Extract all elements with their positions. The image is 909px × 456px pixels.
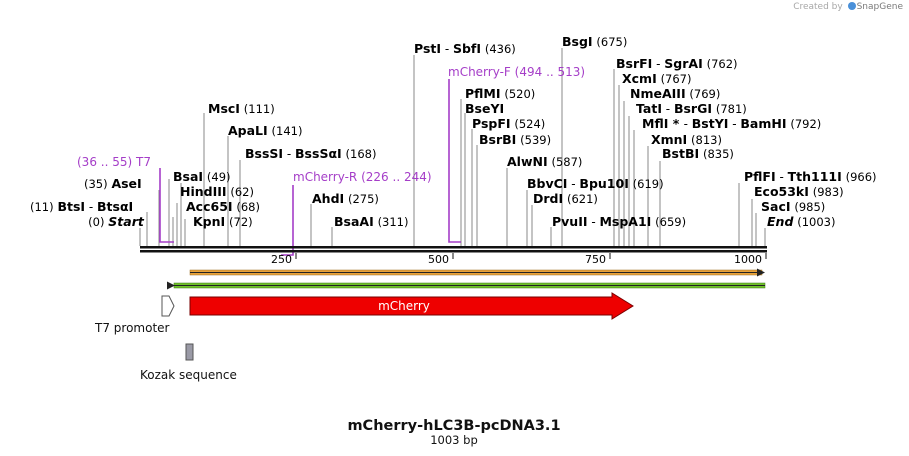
site-label-alwni: AlwNI (587)	[507, 154, 582, 169]
site-labels: (0) Start(11) BtsI - BtsαI (35) AseI (36 .…	[30, 34, 877, 229]
site-label-xmni: XmnI (813)	[651, 132, 722, 147]
map-title: mCherry-hLC3B-pcDNA3.1	[347, 418, 560, 434]
site-label-t7p: (36 .. 55) T7	[77, 155, 151, 169]
mcherry-r-primer-marker	[281, 185, 294, 256]
site-label-bsgi: BsgI (675)	[562, 34, 627, 49]
tick-label: 250	[271, 253, 292, 266]
site-label-ahdi: AhdI (275)	[312, 191, 379, 206]
site-label-pflmi: PflMI (520)	[465, 86, 535, 101]
orf-bars	[167, 268, 766, 290]
site-label-start: (0) Start	[88, 214, 145, 229]
site-label-psti: PstI - SbfI (436)	[414, 41, 516, 56]
site-label-bsai: BsaI (49)	[173, 169, 231, 184]
site-label-bseyi: BseYI	[465, 101, 504, 116]
site-leader-lines	[139, 48, 766, 246]
credit-prefix: Created by	[793, 2, 843, 12]
site-label-pflfi: PflFI - Tth111I (966)	[744, 169, 877, 184]
kozak-feature-label: Kozak sequence	[140, 368, 237, 382]
map-length: 1003 bp	[430, 433, 478, 447]
t7-primer-marker	[159, 168, 174, 243]
tick-label: 750	[585, 253, 606, 266]
primer-markers	[159, 79, 461, 256]
site-label-mfli: MflI * - BstYI - BamHI (792)	[642, 116, 821, 131]
credit-brand: SnapGene	[856, 2, 903, 12]
site-label-pvuii: PvuII - MspA1I (659)	[552, 214, 686, 229]
site-label-acc65i: Acc65I (68)	[186, 199, 260, 214]
site-label-pspfi: PspFI (524)	[472, 116, 545, 131]
site-label-drdi: DrdI (621)	[533, 191, 598, 206]
sequence-backbone	[140, 246, 767, 253]
ruler-ticks: 250 500 750 1000	[271, 253, 767, 266]
site-label-bbvci: BbvCI - Bpu10I (619)	[527, 176, 664, 191]
t7-promoter-label: T7 promoter	[94, 321, 170, 335]
tick-label: 1000	[734, 253, 762, 266]
features: T7 promoter mCherry Kozak sequence	[94, 292, 634, 382]
mcherry-f-primer-marker	[448, 79, 461, 243]
site-label-xcmi: XcmI (767)	[622, 71, 692, 86]
site-label-end: End (1003)	[767, 214, 835, 229]
site-label-bsrbi: BsrBI (539)	[479, 132, 551, 147]
site-label-bsrfi: BsrFI - SgrAI (762)	[616, 56, 738, 71]
site-label-eco53ki: Eco53kI (983)	[754, 184, 844, 199]
site-label-tati: TatI - BsrGI (781)	[636, 101, 747, 116]
site-label-saci: SacI (985)	[761, 199, 825, 214]
t7-promoter-arrow	[161, 295, 175, 317]
site-label-mcf: mCherry-F (494 .. 513)	[448, 65, 585, 79]
snapgene-credit: Created by SnapGene	[793, 2, 903, 12]
site-label-kpni: KpnI (72)	[193, 214, 253, 229]
kozak-feature-box	[185, 343, 194, 361]
site-label-btsi: (11) BtsI - BtsαI	[30, 199, 133, 214]
site-label-bstbi: BstBI (835)	[662, 146, 734, 161]
tick-label: 500	[428, 253, 449, 266]
site-label-nmeaiii: NmeAIII (769)	[630, 86, 720, 101]
site-label-asei: (35) AseI	[84, 176, 142, 191]
site-label-apali: ApaLI (141)	[228, 123, 302, 138]
site-label-msci: MscI (111)	[208, 101, 275, 116]
snapgene-logo-icon	[847, 2, 856, 10]
site-label-bsssi: BssSI - BssSαI (168)	[245, 146, 376, 161]
mcherry-feature-label: mCherry	[378, 299, 430, 313]
site-label-mcr: mCherry-R (226 .. 244)	[293, 170, 432, 184]
site-label-bsaai: BsaAI (311)	[334, 214, 409, 229]
mcherry-feature-arrow	[189, 292, 634, 320]
site-label-hindiii: HindIII (62)	[180, 184, 254, 199]
